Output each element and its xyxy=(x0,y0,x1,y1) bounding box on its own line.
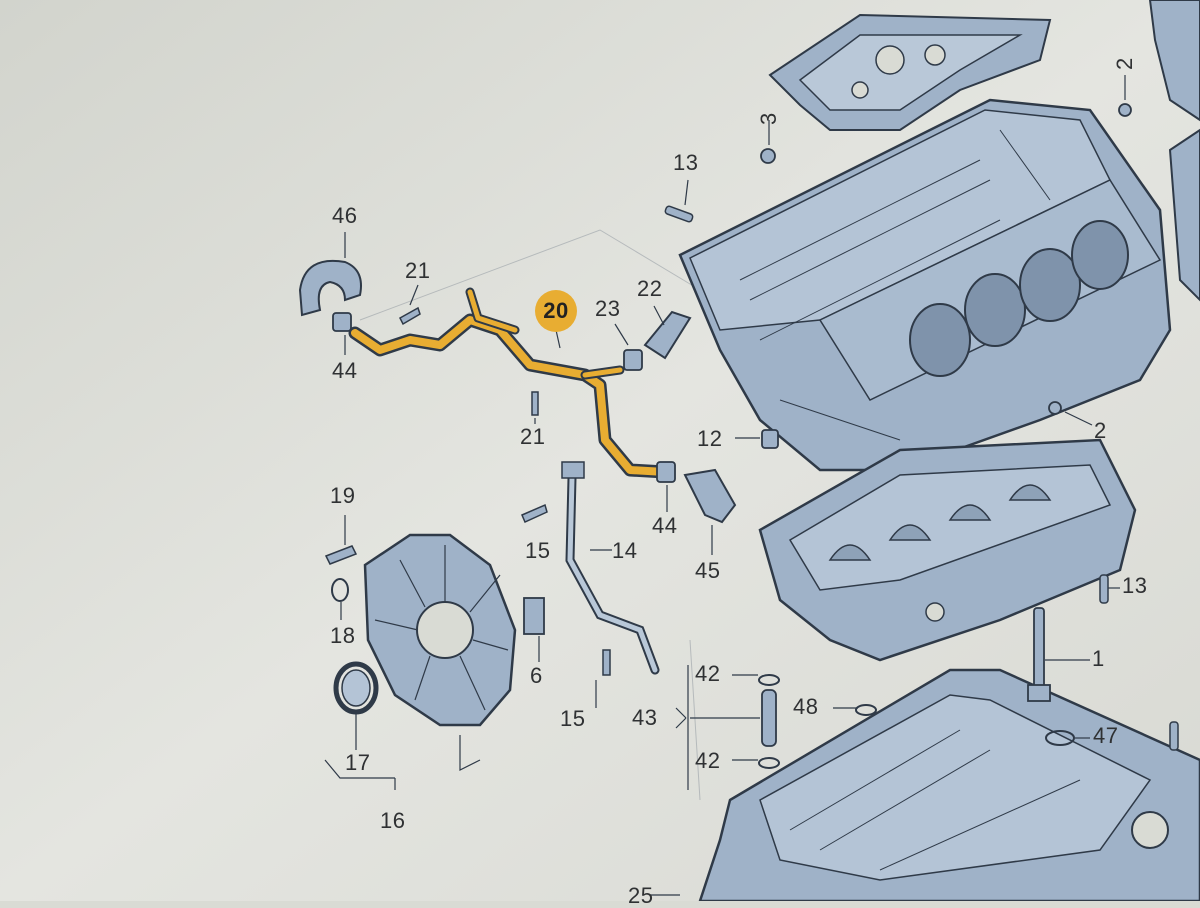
callout-2-lower: 2 xyxy=(1094,418,1107,443)
bolt xyxy=(324,545,358,565)
callout-19: 19 xyxy=(330,483,356,508)
callout-23: 23 xyxy=(595,296,621,321)
callout-46: 46 xyxy=(332,203,358,228)
callout-6: 6 xyxy=(530,663,543,688)
sleeve-part xyxy=(523,597,545,635)
callout-15: 15 xyxy=(525,538,551,563)
callout-3: 3 xyxy=(756,112,781,125)
callout-21: 21 xyxy=(405,258,431,283)
oil-pipe-14 xyxy=(561,461,660,675)
dowel-and-rings xyxy=(758,674,877,769)
top-gasket xyxy=(768,13,1052,131)
callout-20-highlighted: 20 xyxy=(535,290,577,332)
coolant-pipe-highlighted xyxy=(348,287,672,479)
callout-48: 48 xyxy=(793,694,819,719)
callout-42-bottom: 42 xyxy=(695,748,721,773)
oil-pan xyxy=(698,668,1200,901)
callout-15-lower: 15 xyxy=(560,706,586,731)
right-edge-parts xyxy=(1148,0,1200,302)
callout-18: 18 xyxy=(330,623,356,648)
callout-44: 44 xyxy=(332,358,358,383)
callout-22: 22 xyxy=(637,276,663,301)
leader-lines xyxy=(324,75,1126,896)
callout-47: 47 xyxy=(1093,723,1119,748)
lower-crankcase xyxy=(758,438,1137,662)
rear-cover xyxy=(363,533,517,727)
hose-connectors xyxy=(332,310,737,524)
callout-17: 17 xyxy=(345,750,371,775)
seal-ring xyxy=(333,661,379,715)
callout-42-top: 42 xyxy=(695,661,721,686)
callout-14: 14 xyxy=(612,538,638,563)
small-fasteners xyxy=(664,103,1179,751)
callout-2-top: 2 xyxy=(1112,57,1137,70)
callout-45: 45 xyxy=(695,558,721,583)
callout-21-lower: 21 xyxy=(520,424,546,449)
small-bolts xyxy=(399,306,611,676)
callout-12: 12 xyxy=(697,426,723,451)
o-ring xyxy=(331,578,349,602)
callout-44-lower: 44 xyxy=(652,513,678,538)
engine-block xyxy=(678,98,1172,472)
callout-43: 43 xyxy=(632,705,658,730)
callout-1: 1 xyxy=(1092,646,1105,671)
callout-13-right: 13 xyxy=(1122,573,1148,598)
hose-46 xyxy=(298,259,362,317)
callout-16: 16 xyxy=(380,808,406,833)
callout-13-top: 13 xyxy=(673,150,699,175)
callout-25: 25 xyxy=(628,883,654,908)
